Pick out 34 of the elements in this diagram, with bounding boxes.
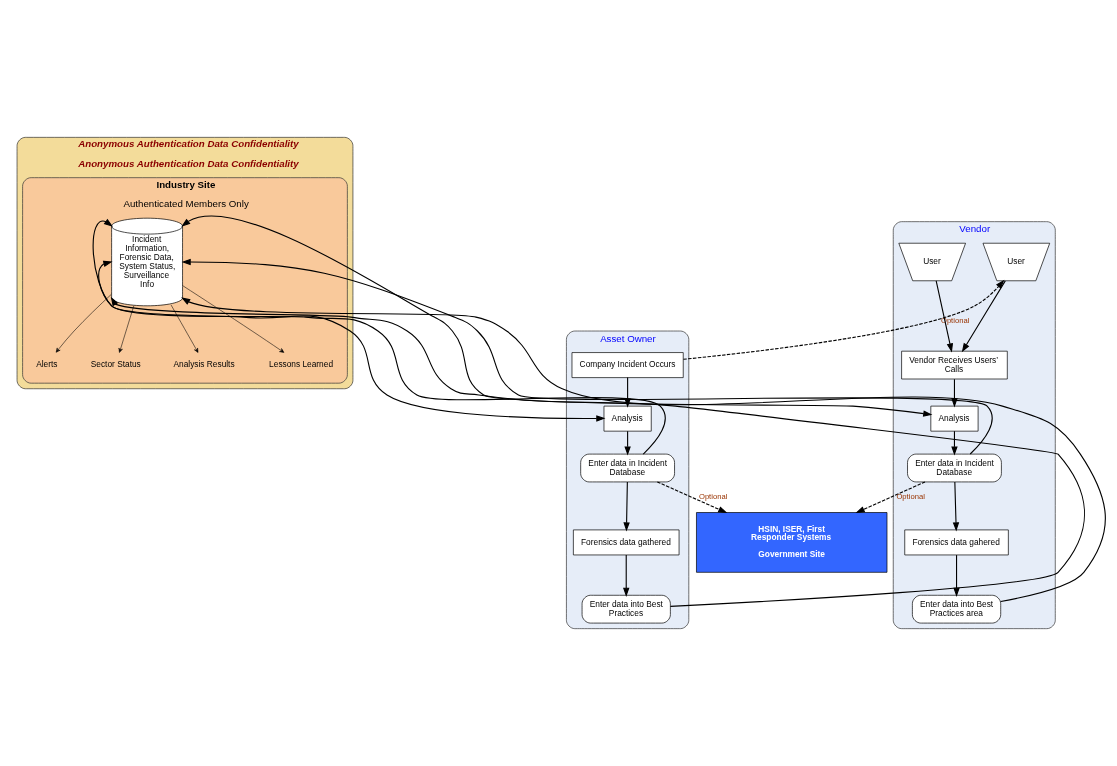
- node-text: Sector Status: [90, 359, 141, 370]
- edge-label: Optional: [698, 492, 728, 502]
- node-text: Alerts: [36, 359, 58, 370]
- arrow: [182, 285, 285, 353]
- arrow: [961, 280, 1006, 353]
- node-box: Enter data into Best Practices area: [912, 594, 1002, 624]
- node-box: Company Incident Occurs: [571, 352, 684, 378]
- arrow: [656, 481, 728, 514]
- arrow: [181, 215, 933, 417]
- arrow: [855, 481, 926, 514]
- node-box: HSIN, ISER, First Responder Systems Government Site: [696, 512, 888, 573]
- arrow: [953, 554, 960, 597]
- arrow: [118, 305, 135, 353]
- arrow: [170, 304, 199, 353]
- node-box: Analysis: [603, 405, 652, 432]
- edge-label: Optional: [896, 492, 925, 502]
- node-box: Enter data in Incident Database: [580, 453, 675, 483]
- arrow: [682, 279, 1005, 360]
- arrow: [92, 218, 606, 422]
- node-text: Analysis Results: [173, 359, 235, 370]
- arrow: [98, 260, 666, 455]
- arrow: [623, 481, 630, 532]
- node-box: Analysis: [930, 405, 979, 432]
- arrow: [181, 258, 993, 455]
- arrow: [55, 293, 112, 353]
- arrow: [935, 280, 954, 353]
- arrow: [623, 554, 630, 597]
- arrow: [952, 481, 960, 532]
- node-box: Vendor Receives Users’ Calls: [901, 350, 1008, 380]
- node-box: Forensics data gahered: [904, 529, 1009, 556]
- node-box: Enter data in Incident Database: [907, 453, 1002, 483]
- node-text: Lessons Learned: [269, 359, 334, 370]
- node-box: Enter data into Best Practices: [581, 594, 671, 624]
- node-box: Forensics data gathered: [573, 529, 680, 556]
